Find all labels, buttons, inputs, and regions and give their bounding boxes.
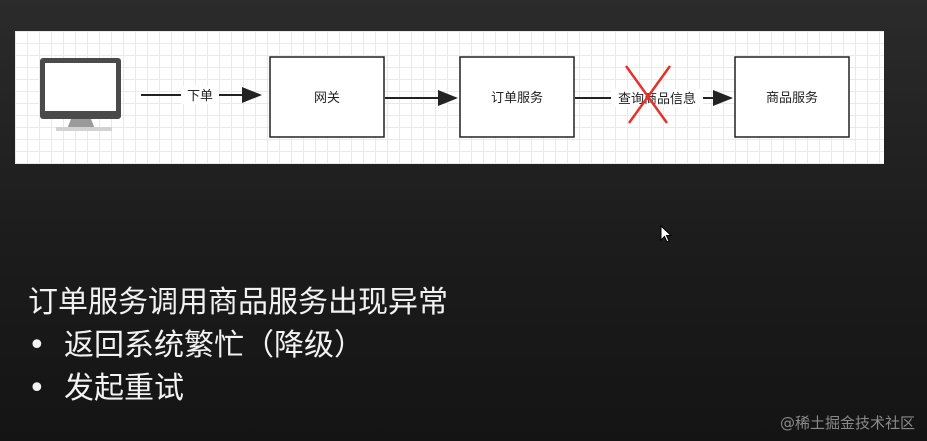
explanation-text: 订单服务调用商品服务出现异常 • 返回系统繁忙（降级） • 发起重试 xyxy=(28,281,448,410)
node-order-service-label: 订单服务 xyxy=(491,90,543,106)
computer-monitor-icon xyxy=(40,58,121,131)
bullet-item-text: 发起重试 xyxy=(64,371,184,406)
node-order-service xyxy=(459,56,575,138)
edge-query-label: 查询商品信息 xyxy=(618,91,696,107)
call-chain-diagram: 下单 网关 订单服务 查询商品信息 商品服务 xyxy=(40,56,850,138)
bullet-item: • 发起重试 xyxy=(28,367,448,410)
bullet-marker: • xyxy=(28,328,46,363)
node-product-service xyxy=(734,56,850,138)
bullet-item: • 返回系统繁忙（降级） xyxy=(28,324,448,367)
node-product-service-label: 商品服务 xyxy=(766,90,818,106)
bullet-marker: • xyxy=(28,371,46,406)
mouse-cursor-icon xyxy=(660,225,673,243)
cross-mark-icon xyxy=(624,65,672,124)
node-gateway-label: 网关 xyxy=(314,91,340,106)
watermark: @稀土掘金技术社区 xyxy=(779,414,915,432)
node-gateway xyxy=(269,56,385,138)
edge-order-label: 下单 xyxy=(187,89,213,104)
bullet-item-text: 返回系统繁忙（降级） xyxy=(64,328,364,363)
diagram-panel: 下单 网关 订单服务 查询商品信息 商品服务 xyxy=(15,31,884,164)
edge-order-label-bg xyxy=(181,86,219,104)
bullets-heading: 订单服务调用商品服务出现异常 xyxy=(28,285,448,320)
edge-query-label-bg xyxy=(611,89,703,107)
